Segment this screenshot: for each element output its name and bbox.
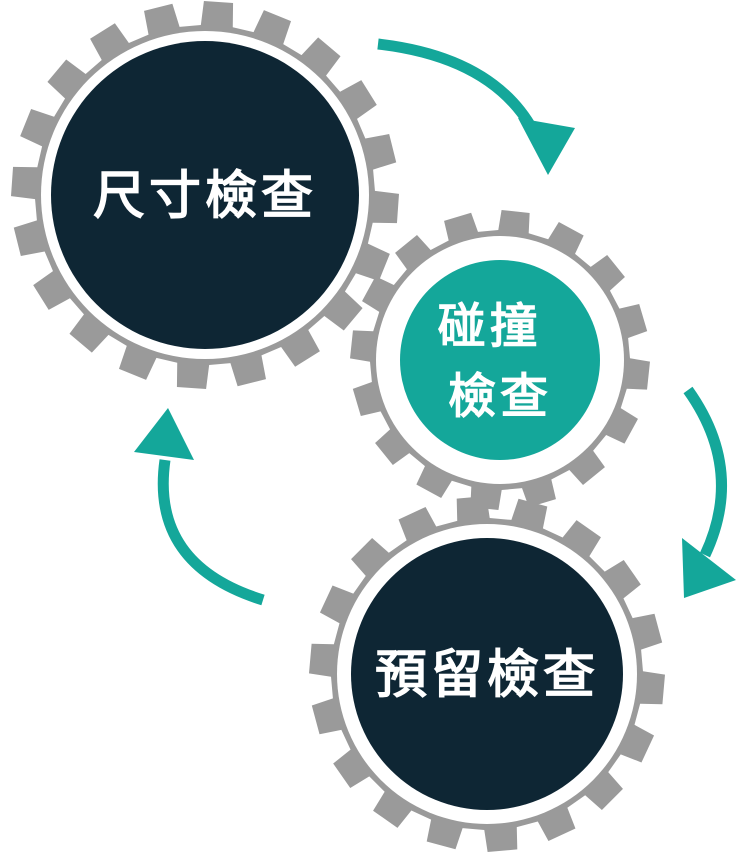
gear-clearance-check: 預留檢查 — [309, 496, 665, 852]
gear-size-check: 尺寸檢查 — [11, 1, 399, 389]
gear-label-line: 檢查 — [448, 368, 552, 424]
curved-arrow-icon — [157, 459, 265, 606]
gear-label: 碰撞 檢查 — [438, 298, 563, 424]
arrowhead-icon — [134, 408, 194, 460]
gears-layer: 尺寸檢查 碰撞 檢查 預留檢查 — [11, 1, 665, 852]
arrowhead-icon — [518, 118, 575, 175]
arrowhead-icon — [682, 538, 736, 598]
gear-label-line: 預留檢查 — [375, 646, 599, 706]
gear-label: 預留檢查 — [375, 646, 599, 706]
gear-center — [351, 538, 623, 810]
arrow-size-to-collision — [377, 38, 575, 175]
curved-arrow-icon — [377, 38, 543, 143]
gear-collision-check: 碰撞 檢查 — [350, 210, 650, 510]
gear-center — [51, 41, 359, 349]
arrow-clearance-to-size — [134, 408, 265, 606]
gear-label-line: 尺寸檢查 — [93, 167, 317, 227]
arrow-collision-to-clearance — [682, 386, 736, 598]
curved-arrow-icon — [683, 386, 727, 558]
arrows-layer — [134, 38, 736, 606]
gear-label: 尺寸檢查 — [93, 167, 317, 227]
gear-center — [400, 260, 600, 460]
gear-label-line: 碰撞 — [438, 298, 542, 354]
